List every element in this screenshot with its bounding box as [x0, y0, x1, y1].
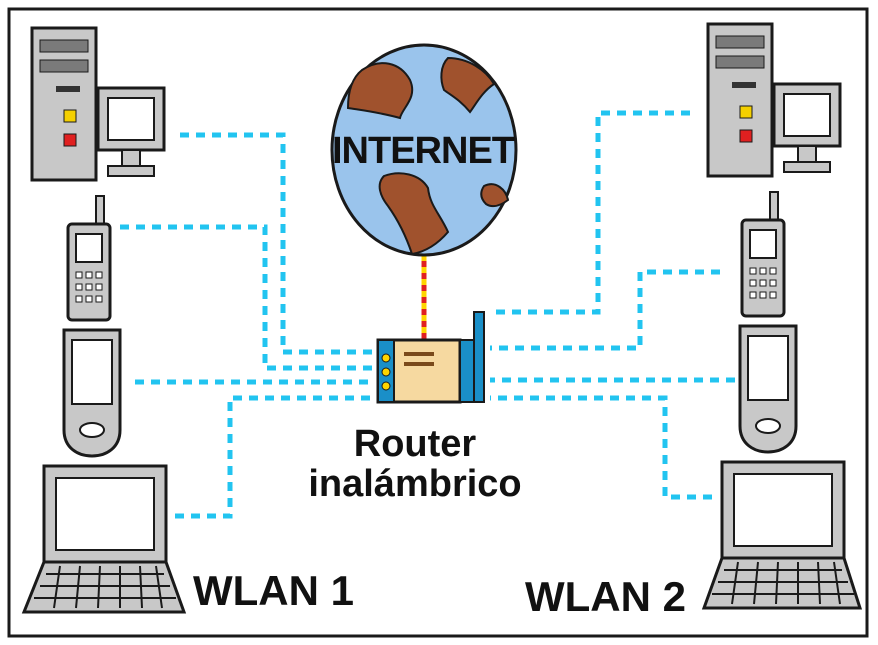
- globe-icon: [330, 43, 518, 257]
- link-laptop-left: [175, 395, 372, 519]
- desktop-computer-icon: [30, 26, 166, 182]
- link-phone-left: [120, 224, 372, 371]
- wlan2-label: WLAN 2: [525, 573, 686, 620]
- pda-icon: [738, 324, 798, 454]
- laptop-icon: [21, 464, 187, 614]
- internet-label: INTERNET: [332, 130, 515, 172]
- link-desktop-right: [490, 110, 690, 315]
- link-phone-right: [490, 269, 720, 351]
- desktop-computer-icon: [706, 22, 842, 178]
- mobile-phone-icon: [740, 191, 786, 318]
- pda-icon: [62, 328, 122, 458]
- router-label-line1: Router: [353, 423, 477, 465]
- wireless-links: [120, 110, 735, 519]
- router-icon: [376, 311, 485, 404]
- router-label-line2: inalámbrico: [308, 463, 522, 505]
- link-desktop-left: [180, 132, 372, 355]
- laptop-icon: [701, 460, 863, 610]
- mobile-phone-icon: [66, 195, 112, 322]
- link-laptop-right: [490, 395, 712, 500]
- wlan1-label: WLAN 1: [193, 567, 354, 614]
